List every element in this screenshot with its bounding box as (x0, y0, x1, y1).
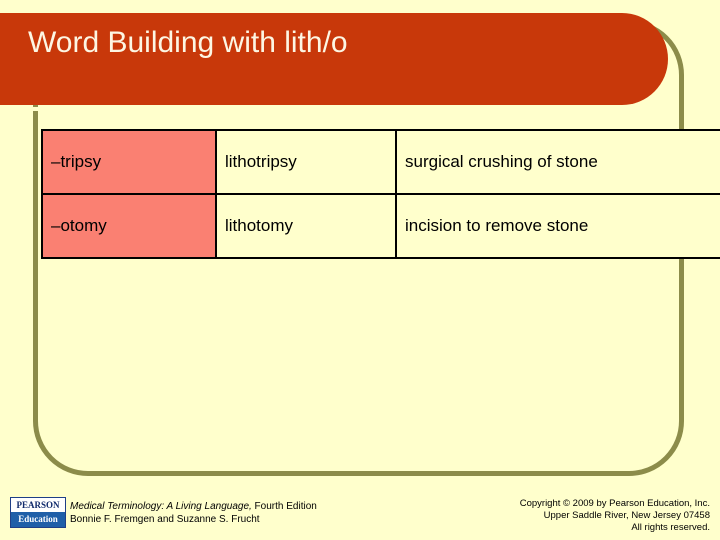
logo-wordmark-pearson: PEARSON (16, 500, 60, 510)
cell-term: lithotripsy (215, 129, 397, 195)
table-body: –tripsy lithotripsy surgical crushing of… (41, 129, 720, 259)
copyright-line-1: Copyright © 2009 by Pearson Education, I… (519, 498, 710, 509)
page-title: Word Building with lith/o (28, 26, 348, 59)
cell-meaning: surgical crushing of stone (395, 129, 720, 195)
logo-wordmark-education: Education (11, 512, 65, 527)
footer-book-edition: Fourth Edition (251, 501, 317, 512)
pearson-education-logo: PEARSON Education (10, 497, 66, 528)
cell-suffix: –tripsy (41, 129, 217, 195)
copyright-line-2: Upper Saddle River, New Jersey 07458 (543, 510, 710, 521)
footer-book-authors: Bonnie F. Fremgen and Suzanne S. Frucht (70, 514, 260, 525)
footer-book-credit: Medical Terminology: A Living Language, … (70, 500, 410, 526)
footer-copyright: Copyright © 2009 by Pearson Education, I… (410, 498, 710, 534)
footer-book-title: Medical Terminology: A Living Language, (70, 501, 252, 512)
cell-term: lithotomy (215, 193, 397, 259)
table-row: –tripsy lithotripsy surgical crushing of… (41, 129, 720, 195)
cell-suffix: –otomy (41, 193, 217, 259)
table-row: –otomy lithotomy incision to remove ston… (41, 193, 720, 259)
cell-meaning: incision to remove stone (395, 193, 720, 259)
copyright-line-3: All rights reserved. (631, 522, 710, 533)
title-banner (0, 13, 668, 111)
title-banner-stripe (0, 107, 630, 111)
word-building-table: –tripsy lithotripsy surgical crushing of… (41, 129, 720, 259)
